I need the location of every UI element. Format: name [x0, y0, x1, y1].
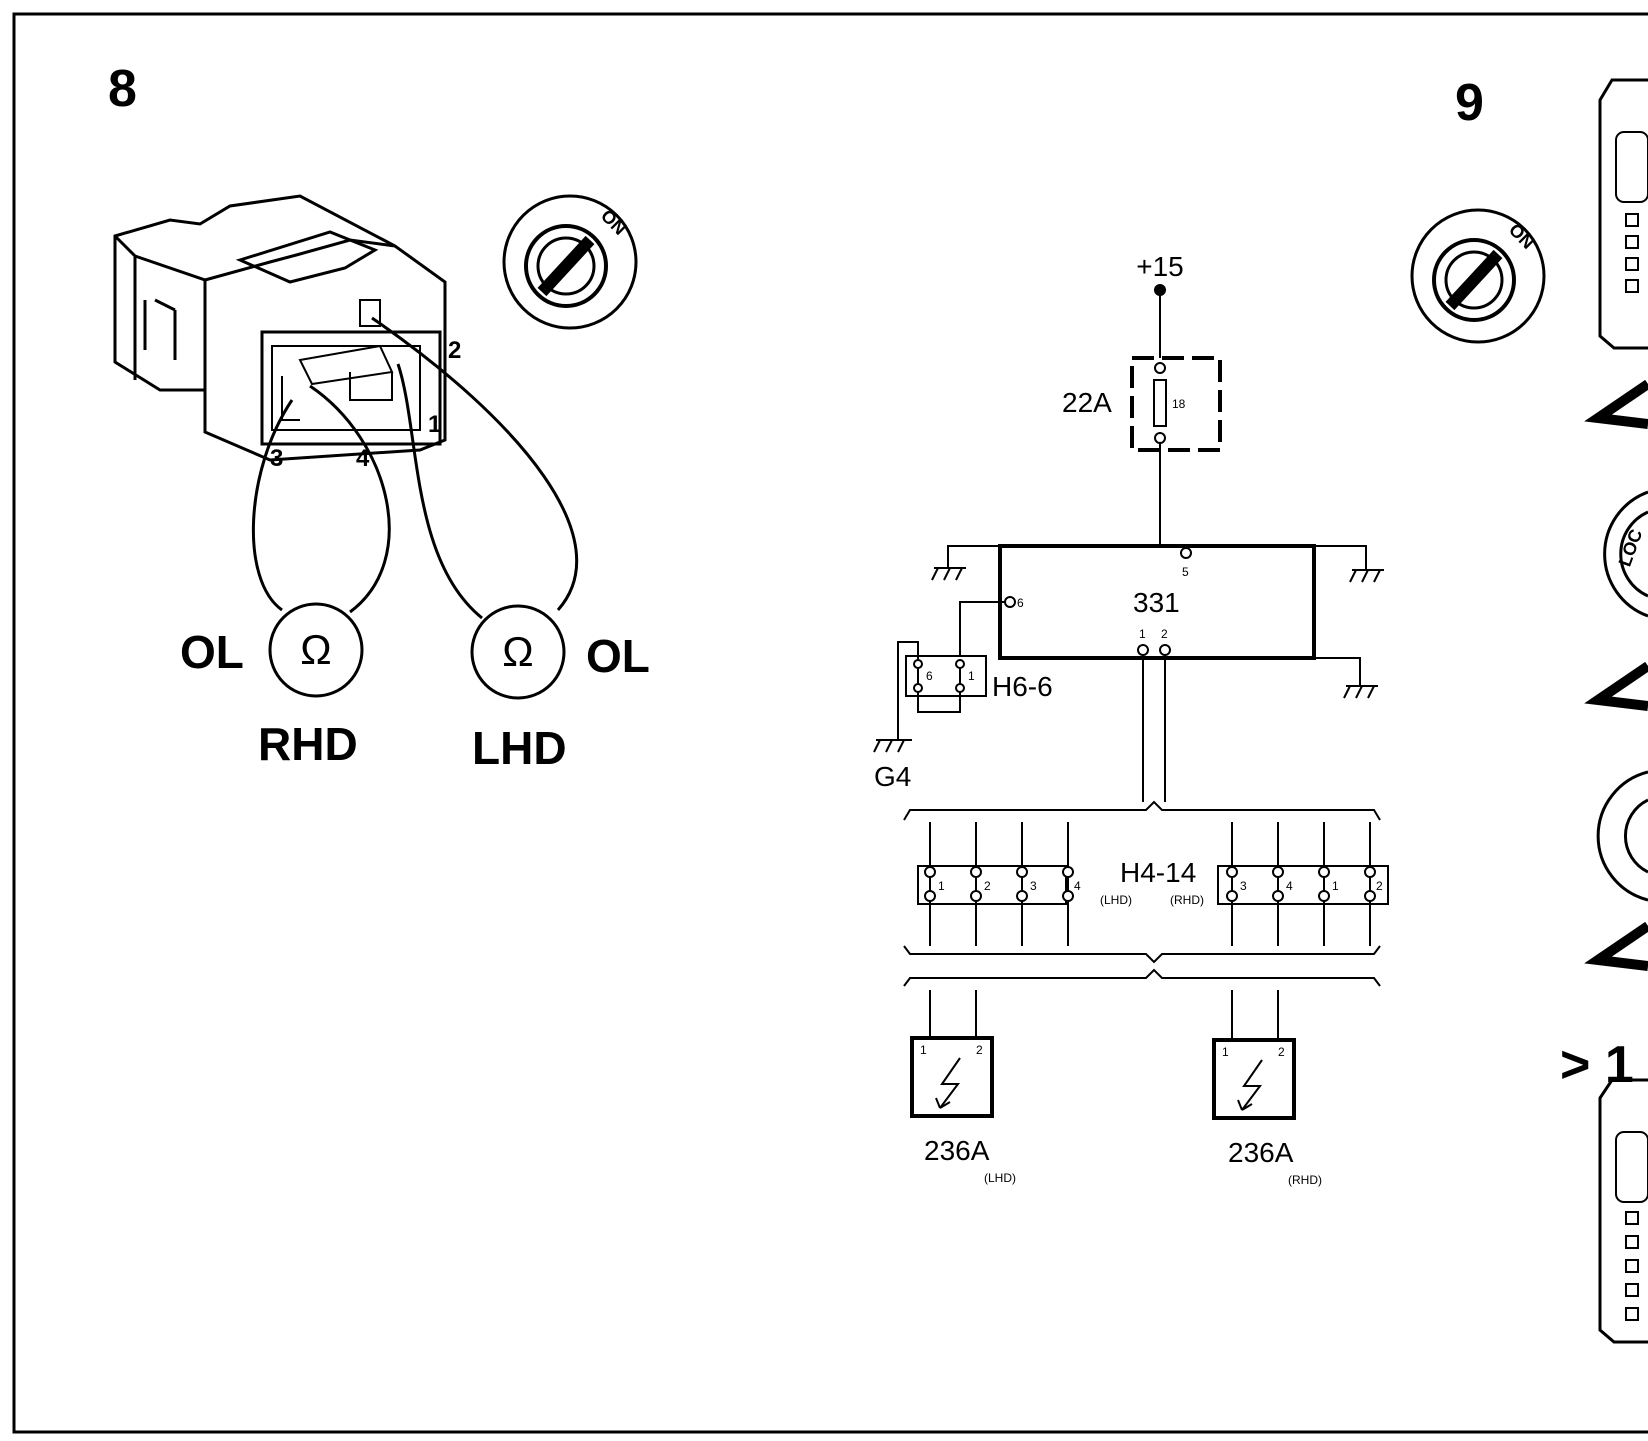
- h414-lhd-pin: 4: [1074, 879, 1081, 893]
- sensor-lhd-pin-1: 1: [920, 1043, 927, 1057]
- ignition-lock-label: LOC: [1615, 527, 1647, 570]
- module-pin-5: 5: [1182, 565, 1189, 579]
- sensor-lhd-label: 236A: [924, 1135, 990, 1166]
- ohmmeter-lhd: Ω: [470, 604, 566, 700]
- step-9-number: 9: [1455, 74, 1484, 132]
- ohm-symbol-rhd: Ω: [300, 626, 331, 673]
- module-pin-1: 1: [1139, 627, 1146, 641]
- ignition-switch-lock-icon-partial: LOC: [1603, 490, 1648, 618]
- step-8-number: 8: [108, 60, 137, 118]
- module-label: 331: [1133, 587, 1180, 618]
- rhd-caption: RHD: [258, 718, 358, 770]
- fuse-box-label: 22A: [1062, 387, 1112, 418]
- meter-reading-lhd: OL: [586, 630, 650, 682]
- h414-lhd-pin: 2: [984, 879, 991, 893]
- module-pin-6: 6: [1017, 596, 1024, 610]
- h414-label: H4-14: [1120, 857, 1196, 888]
- h414-rhd-tag: (RHD): [1170, 893, 1204, 907]
- lhd-caption: LHD: [472, 722, 567, 774]
- sensor-lhd-tag: (LHD): [984, 1171, 1016, 1185]
- ignition-switch-on-icon-step9: ON: [1410, 208, 1546, 344]
- multimeter-partial-bottom: [1598, 1078, 1648, 1344]
- arrow-partial-2: [1584, 661, 1648, 711]
- sensor-lhd-pin-2: 2: [976, 1043, 983, 1057]
- h66-pin-6: 6: [926, 669, 933, 683]
- sensor-rhd-tag: (RHD): [1288, 1173, 1322, 1187]
- ohmmeter-rhd: Ω: [268, 602, 364, 698]
- h414-rhd-pin: 3: [1240, 879, 1247, 893]
- meter-reading-rhd: OL: [180, 626, 244, 678]
- h414-rhd-pin: 4: [1286, 879, 1293, 893]
- sensor-rhd-pin-2: 2: [1278, 1045, 1285, 1059]
- ground-g4-label: G4: [874, 761, 911, 792]
- h414-lhd-pin: 1: [938, 879, 945, 893]
- h414-lhd-pin: 3: [1030, 879, 1037, 893]
- arrow-partial-3: [1584, 921, 1648, 971]
- pin-4-label: 4: [356, 445, 370, 472]
- ignition-switch-partial: [1596, 770, 1648, 902]
- h66-label: H6-6: [992, 671, 1053, 702]
- wiring-schematic: [873, 284, 1389, 1120]
- h414-rhd-pin: 2: [1376, 879, 1383, 893]
- h414-rhd-pin: 1: [1332, 879, 1339, 893]
- pin-3-label: 3: [270, 445, 283, 472]
- pin-2-label: 2: [448, 337, 461, 364]
- step-10-number-partial: > 1: [1560, 1036, 1634, 1094]
- sensor-rhd-label: 236A: [1228, 1137, 1294, 1168]
- module-pin-2: 2: [1161, 627, 1168, 641]
- ohm-symbol-lhd: Ω: [502, 628, 533, 675]
- supply-label: +15: [1136, 251, 1184, 282]
- ignition-switch-on-icon: ON: [502, 194, 638, 330]
- h414-lhd-tag: (LHD): [1100, 893, 1132, 907]
- multimeter-partial-top: [1598, 78, 1648, 350]
- connector-illustration: [113, 194, 447, 462]
- probe-leads: [251, 316, 579, 620]
- h66-pin-1: 1: [968, 669, 975, 683]
- pin-1-label: 1: [428, 411, 441, 438]
- sensor-rhd-pin-1: 1: [1222, 1045, 1229, 1059]
- fuse-number-label: 18: [1172, 397, 1186, 411]
- page-frame: [12, 12, 1648, 1434]
- arrow-partial-1: [1584, 379, 1648, 429]
